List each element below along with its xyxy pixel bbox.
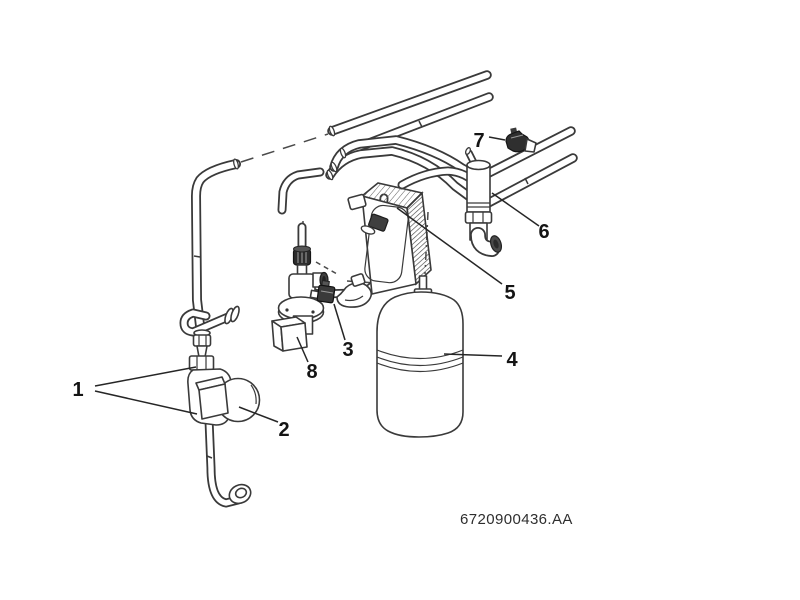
bracket-front bbox=[280, 322, 308, 352]
document-number: 6720900436.AA bbox=[460, 511, 573, 528]
cylinder-body bbox=[466, 164, 491, 213]
pipe-cut-end bbox=[339, 147, 347, 159]
callout-label-1: 1 bbox=[72, 379, 83, 401]
circulation-pump bbox=[187, 329, 261, 426]
valve-supply-pipe bbox=[277, 167, 325, 215]
pipe-cut-end bbox=[233, 158, 239, 170]
flange-bolt bbox=[311, 310, 315, 314]
middle-pipe-upper-core bbox=[331, 137, 483, 181]
exchanger-port-fitting-dark bbox=[368, 213, 389, 232]
callout-label-2: 2 bbox=[278, 419, 289, 441]
leader-7 bbox=[488, 136, 506, 141]
elbow-fitting-piece bbox=[336, 273, 373, 308]
flange-bolt bbox=[285, 308, 289, 312]
vessel-body bbox=[376, 291, 464, 438]
callout-label-4: 4 bbox=[506, 349, 518, 371]
leader-8 bbox=[296, 336, 309, 363]
fitting-dashed-line bbox=[315, 261, 338, 275]
break-dashed-line bbox=[240, 133, 329, 163]
tick-mark bbox=[418, 120, 423, 128]
terminal-box-front bbox=[198, 383, 229, 420]
pipe-cut-end bbox=[330, 161, 338, 173]
cylinder-union-nut bbox=[464, 211, 493, 224]
upper-long-pipe-1-core bbox=[329, 72, 490, 134]
exchanger-plate-outline bbox=[364, 204, 409, 284]
tick-mark bbox=[206, 455, 213, 459]
fitting-body-dark bbox=[316, 284, 336, 304]
exchanger-port-nut bbox=[347, 193, 367, 211]
leader-2 bbox=[238, 406, 279, 423]
pipe-tick-marks bbox=[193, 120, 529, 459]
leader-3 bbox=[333, 303, 346, 341]
vessel-seam bbox=[376, 362, 464, 373]
plate-heat-exchanger bbox=[347, 182, 432, 295]
cylinder-elbow-core bbox=[471, 228, 499, 256]
leader-6 bbox=[491, 192, 540, 227]
safety-valve bbox=[271, 245, 329, 352]
callout-label-3: 3 bbox=[342, 339, 353, 361]
drain-fitting bbox=[309, 280, 336, 304]
expansion-vessel bbox=[376, 275, 464, 438]
pipe-cut-ends bbox=[233, 125, 347, 181]
callout-labels: 1 2 3 4 5 6 7 8 bbox=[72, 130, 549, 441]
right-pipe-lower-core bbox=[472, 155, 576, 213]
pump-outlet-pipe-core bbox=[206, 417, 241, 506]
callout-label-8: 8 bbox=[306, 361, 317, 383]
leader-5 bbox=[396, 207, 503, 285]
air-separator-cylinder bbox=[464, 147, 503, 257]
tick-mark bbox=[193, 255, 201, 258]
flange-disc bbox=[230, 305, 240, 323]
small-shutoff-valve bbox=[505, 127, 537, 153]
leader-1b bbox=[94, 390, 198, 415]
leader-4 bbox=[443, 353, 503, 357]
pipe-cut-end bbox=[328, 125, 336, 137]
callout-label-5: 5 bbox=[504, 282, 515, 304]
pipework bbox=[179, 70, 578, 508]
bypass-flange bbox=[224, 305, 240, 325]
stub-cap bbox=[465, 147, 471, 155]
cylinder-top-cap bbox=[466, 159, 491, 171]
bypass-loop-pipe-core bbox=[181, 310, 231, 335]
callout-label-6: 6 bbox=[538, 221, 549, 243]
exchanger-port-collar bbox=[360, 225, 376, 235]
valve-supply-pipe-core bbox=[279, 169, 323, 213]
cap-top bbox=[293, 245, 311, 253]
valve-outlet bbox=[524, 138, 537, 153]
elbow-nut bbox=[350, 273, 366, 287]
leader-1a bbox=[94, 366, 197, 387]
vessel-seam bbox=[376, 349, 464, 360]
fitting-highlight bbox=[320, 290, 334, 294]
left-riser-pipe-core bbox=[192, 160, 240, 338]
elbow-curve-line bbox=[344, 295, 364, 302]
valve-highlight bbox=[510, 134, 524, 139]
tick-mark bbox=[524, 177, 529, 185]
pipe-cut-end bbox=[326, 169, 334, 181]
fitting-bore bbox=[234, 487, 248, 499]
elbow-body bbox=[336, 282, 373, 308]
vessel-seam bbox=[376, 356, 464, 367]
outlet-end-fitting bbox=[228, 483, 252, 505]
motor-shading bbox=[250, 384, 257, 405]
elbow-bore bbox=[493, 239, 499, 249]
callout-label-7: 7 bbox=[473, 130, 484, 152]
inlet-nut bbox=[192, 334, 212, 347]
callout-leaders bbox=[94, 136, 540, 423]
